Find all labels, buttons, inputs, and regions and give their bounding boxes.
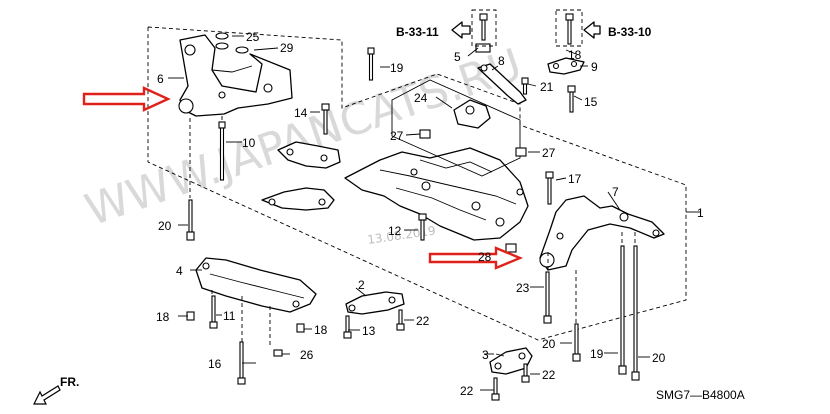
- callout-5: 5: [454, 50, 461, 64]
- reference-right-frame: [555, 9, 583, 47]
- stabilizer-bracket-upper: [277, 141, 341, 169]
- callout-3: 3: [482, 348, 489, 362]
- reference-left-label: B-33-11: [396, 25, 439, 39]
- callout-11: 11: [223, 309, 236, 323]
- callout-23: 23: [516, 281, 530, 295]
- callout-21: 21: [540, 80, 554, 94]
- callout-12: 12: [388, 224, 402, 238]
- callout-29: 29: [280, 41, 294, 55]
- front-subframe: [344, 147, 529, 241]
- bolt-set: [186, 13, 640, 401]
- callout-8: 8: [498, 54, 505, 68]
- reference-left-frame: [471, 9, 497, 47]
- callout-2: 2: [358, 278, 365, 292]
- callout-14: 14: [294, 106, 308, 120]
- callout-27-left: 27: [390, 129, 404, 143]
- callout-16: 16: [208, 357, 222, 371]
- arrow-left-icon: [451, 21, 471, 39]
- leader-lines: [168, 35, 650, 391]
- front-left-bracket: [178, 34, 293, 117]
- callout-26: 26: [300, 348, 314, 362]
- front-label: FR.: [60, 375, 79, 389]
- callout-22-bottom-a: 22: [460, 384, 474, 398]
- callout-1: 1: [697, 206, 704, 220]
- callout-24: 24: [414, 91, 428, 105]
- callout-20-right-a: 20: [542, 337, 556, 351]
- callout-4: 4: [176, 264, 183, 278]
- callout-13: 13: [362, 324, 376, 338]
- stiffener-plate: [195, 257, 317, 313]
- callout-18-upper: 18: [568, 48, 582, 62]
- callout-15: 15: [584, 95, 598, 109]
- stabilizer-bracket-lower: [261, 187, 335, 211]
- rubber-mount-box: [391, 79, 521, 177]
- date-stamp: 13.08.2019: [366, 224, 436, 247]
- reference-right-label: B-33-10: [608, 25, 652, 39]
- diagram-code: SMG7—B4800A: [656, 388, 745, 402]
- callout-9: 9: [591, 60, 598, 74]
- reference-right[interactable]: B-33-10: [555, 9, 652, 47]
- callout-20-right-b: 20: [652, 351, 666, 365]
- callout-27-right: 27: [542, 146, 556, 160]
- callout-19-upper: 19: [390, 61, 404, 75]
- highlight-arrow-left: [82, 86, 171, 112]
- assembly-outline: [147, 26, 700, 341]
- reference-left[interactable]: B-33-11: [396, 9, 497, 47]
- callout-18-mid: 18: [314, 323, 328, 337]
- callout-17: 17: [568, 172, 582, 186]
- callout-19-right: 19: [590, 347, 604, 361]
- link-rod: [477, 63, 527, 105]
- front-arrow-icon: [33, 385, 61, 405]
- front-direction-indicator: FR.: [33, 375, 79, 405]
- callout-22-mid: 22: [416, 314, 430, 328]
- highlight-arrow-right: [428, 246, 524, 270]
- front-right-bracket: [539, 195, 665, 271]
- callout-22-bottom-b: 22: [542, 368, 556, 382]
- callout-18-left: 18: [156, 310, 170, 324]
- plate-2: [345, 291, 405, 315]
- arrow-right-icon: [583, 21, 601, 39]
- callout-25: 25: [246, 30, 260, 44]
- callouts: 1 2 3 4 5 6 7 8 9 10 11 12 13 14 15 16 1…: [156, 30, 704, 398]
- callout-28: 28: [478, 250, 492, 264]
- plate-9: [547, 57, 585, 75]
- callout-6: 6: [157, 72, 164, 86]
- callout-10: 10: [242, 136, 256, 150]
- callout-7: 7: [612, 185, 619, 199]
- callout-20-left: 20: [158, 219, 172, 233]
- plate-3: [489, 347, 533, 375]
